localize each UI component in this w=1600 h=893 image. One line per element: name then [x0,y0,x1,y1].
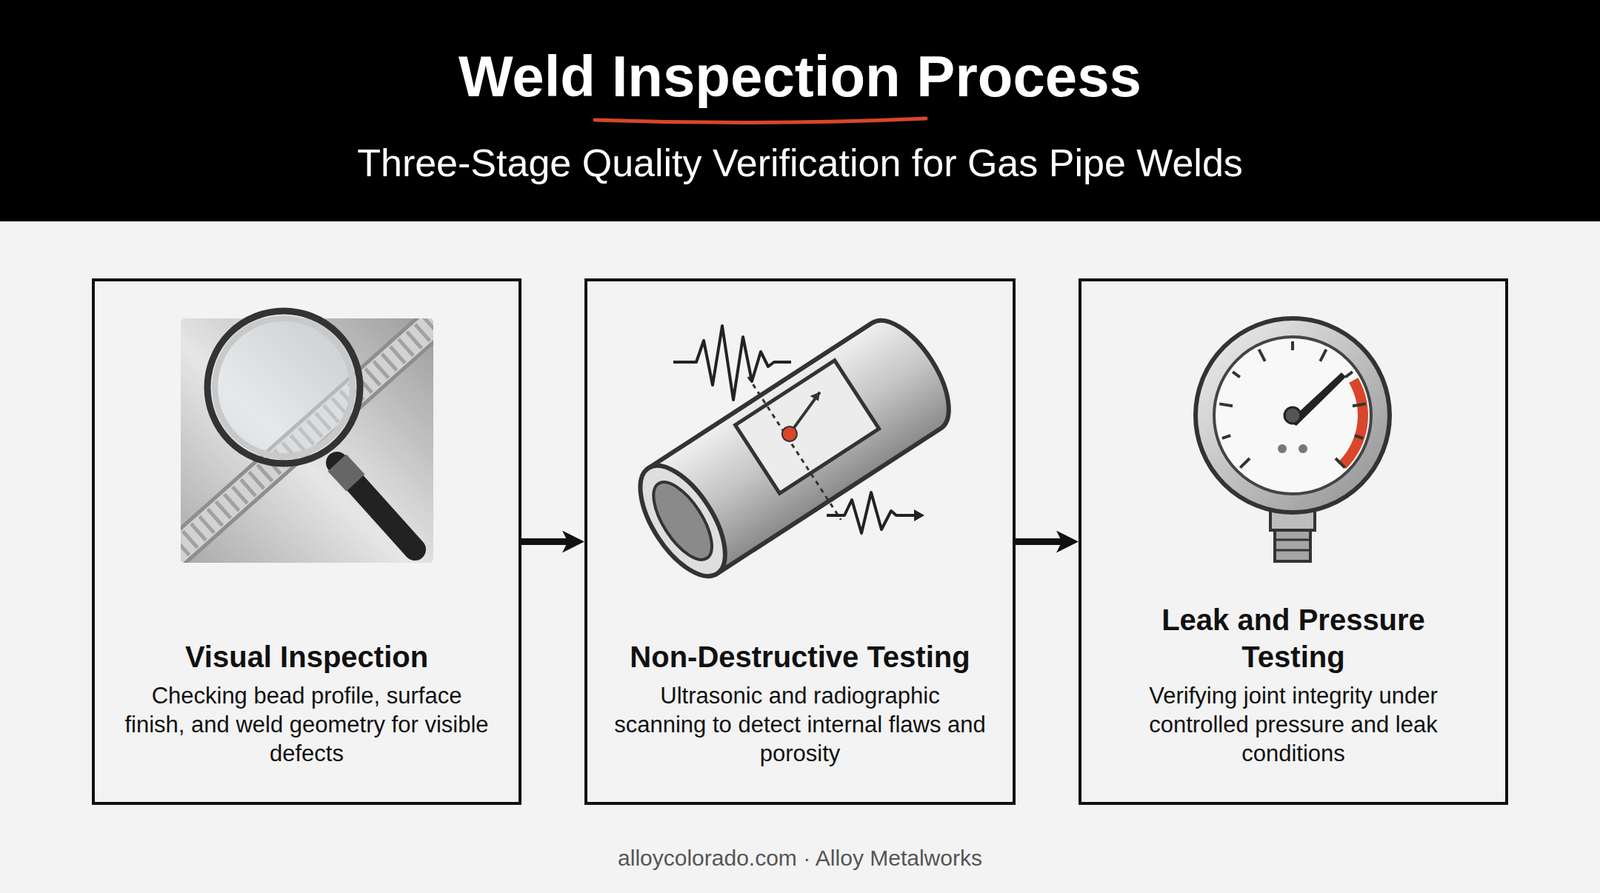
footer-credit: alloycolorado.com · Alloy Metalworks [0,847,1600,870]
pressure-gauge-icon [1195,318,1390,562]
magnifier-collar [337,462,356,483]
magnifier-icon [155,300,460,571]
gauge-face [1214,337,1372,495]
flaw-dot [779,423,800,445]
flow-arrow [521,538,569,546]
needle-hub [1284,407,1301,424]
header-band [0,0,1600,222]
gauge-ring [1195,318,1390,513]
gauge-ticks [1219,341,1366,469]
scan-window [735,360,880,494]
gauge-screw [1277,444,1287,454]
signal-wave [826,492,918,534]
magnifier-rim [207,311,360,464]
tick [1219,403,1233,406]
process-box: Non-Destructive TestingUltrasonic and ra… [584,278,1016,806]
tick [1240,458,1250,469]
tick [1259,349,1266,362]
gauge-thread [1274,530,1311,562]
tick [1354,435,1363,439]
tick [1291,341,1295,351]
weld-bead [180,318,434,563]
stage-heading: Non-Destructive Testing [629,638,970,676]
bead-ripples [180,318,434,563]
tick [1345,371,1353,378]
stage-heading: Visual Inspection [185,638,429,676]
magnifier-handle [337,462,415,550]
danger-zone [1338,377,1369,469]
thread-line [1274,549,1311,552]
process-box: Leak and Pressure TestingVerifying joint… [1078,278,1509,806]
scan-arrowhead [809,390,823,404]
stage-heading: Leak and Pressure Testing [1108,601,1479,676]
tick [1232,371,1240,378]
stage-description: Verifying joint integrity under controll… [1108,681,1479,769]
tick [1335,458,1346,469]
scan-line [748,377,841,520]
signal-wave [673,325,792,400]
gauge-screw [1298,444,1308,454]
tick [1222,435,1231,439]
page-title: Weld Inspection Process [0,47,1600,106]
signal-arrowhead [914,509,925,522]
flow-arrow [1015,538,1063,546]
page-subtitle: Three-Stage Quality Verification for Gas… [0,143,1600,183]
bead-edge [180,318,434,563]
tick [1320,349,1326,362]
magnifier-lens [214,318,353,457]
thread-line [1274,539,1311,542]
bead-body [180,318,434,563]
pipe-bore [642,473,723,569]
stage-description: Ultrasonic and radiographic scanning to … [614,681,986,769]
stage-description: Checking bead profile, surface finish, a… [121,681,492,769]
tick [1352,403,1366,406]
process-box: Visual InspectionChecking bead profile, … [91,278,522,806]
pipe-end [623,451,743,590]
pipe-scan-icon [611,288,978,609]
title-underline [594,118,926,123]
